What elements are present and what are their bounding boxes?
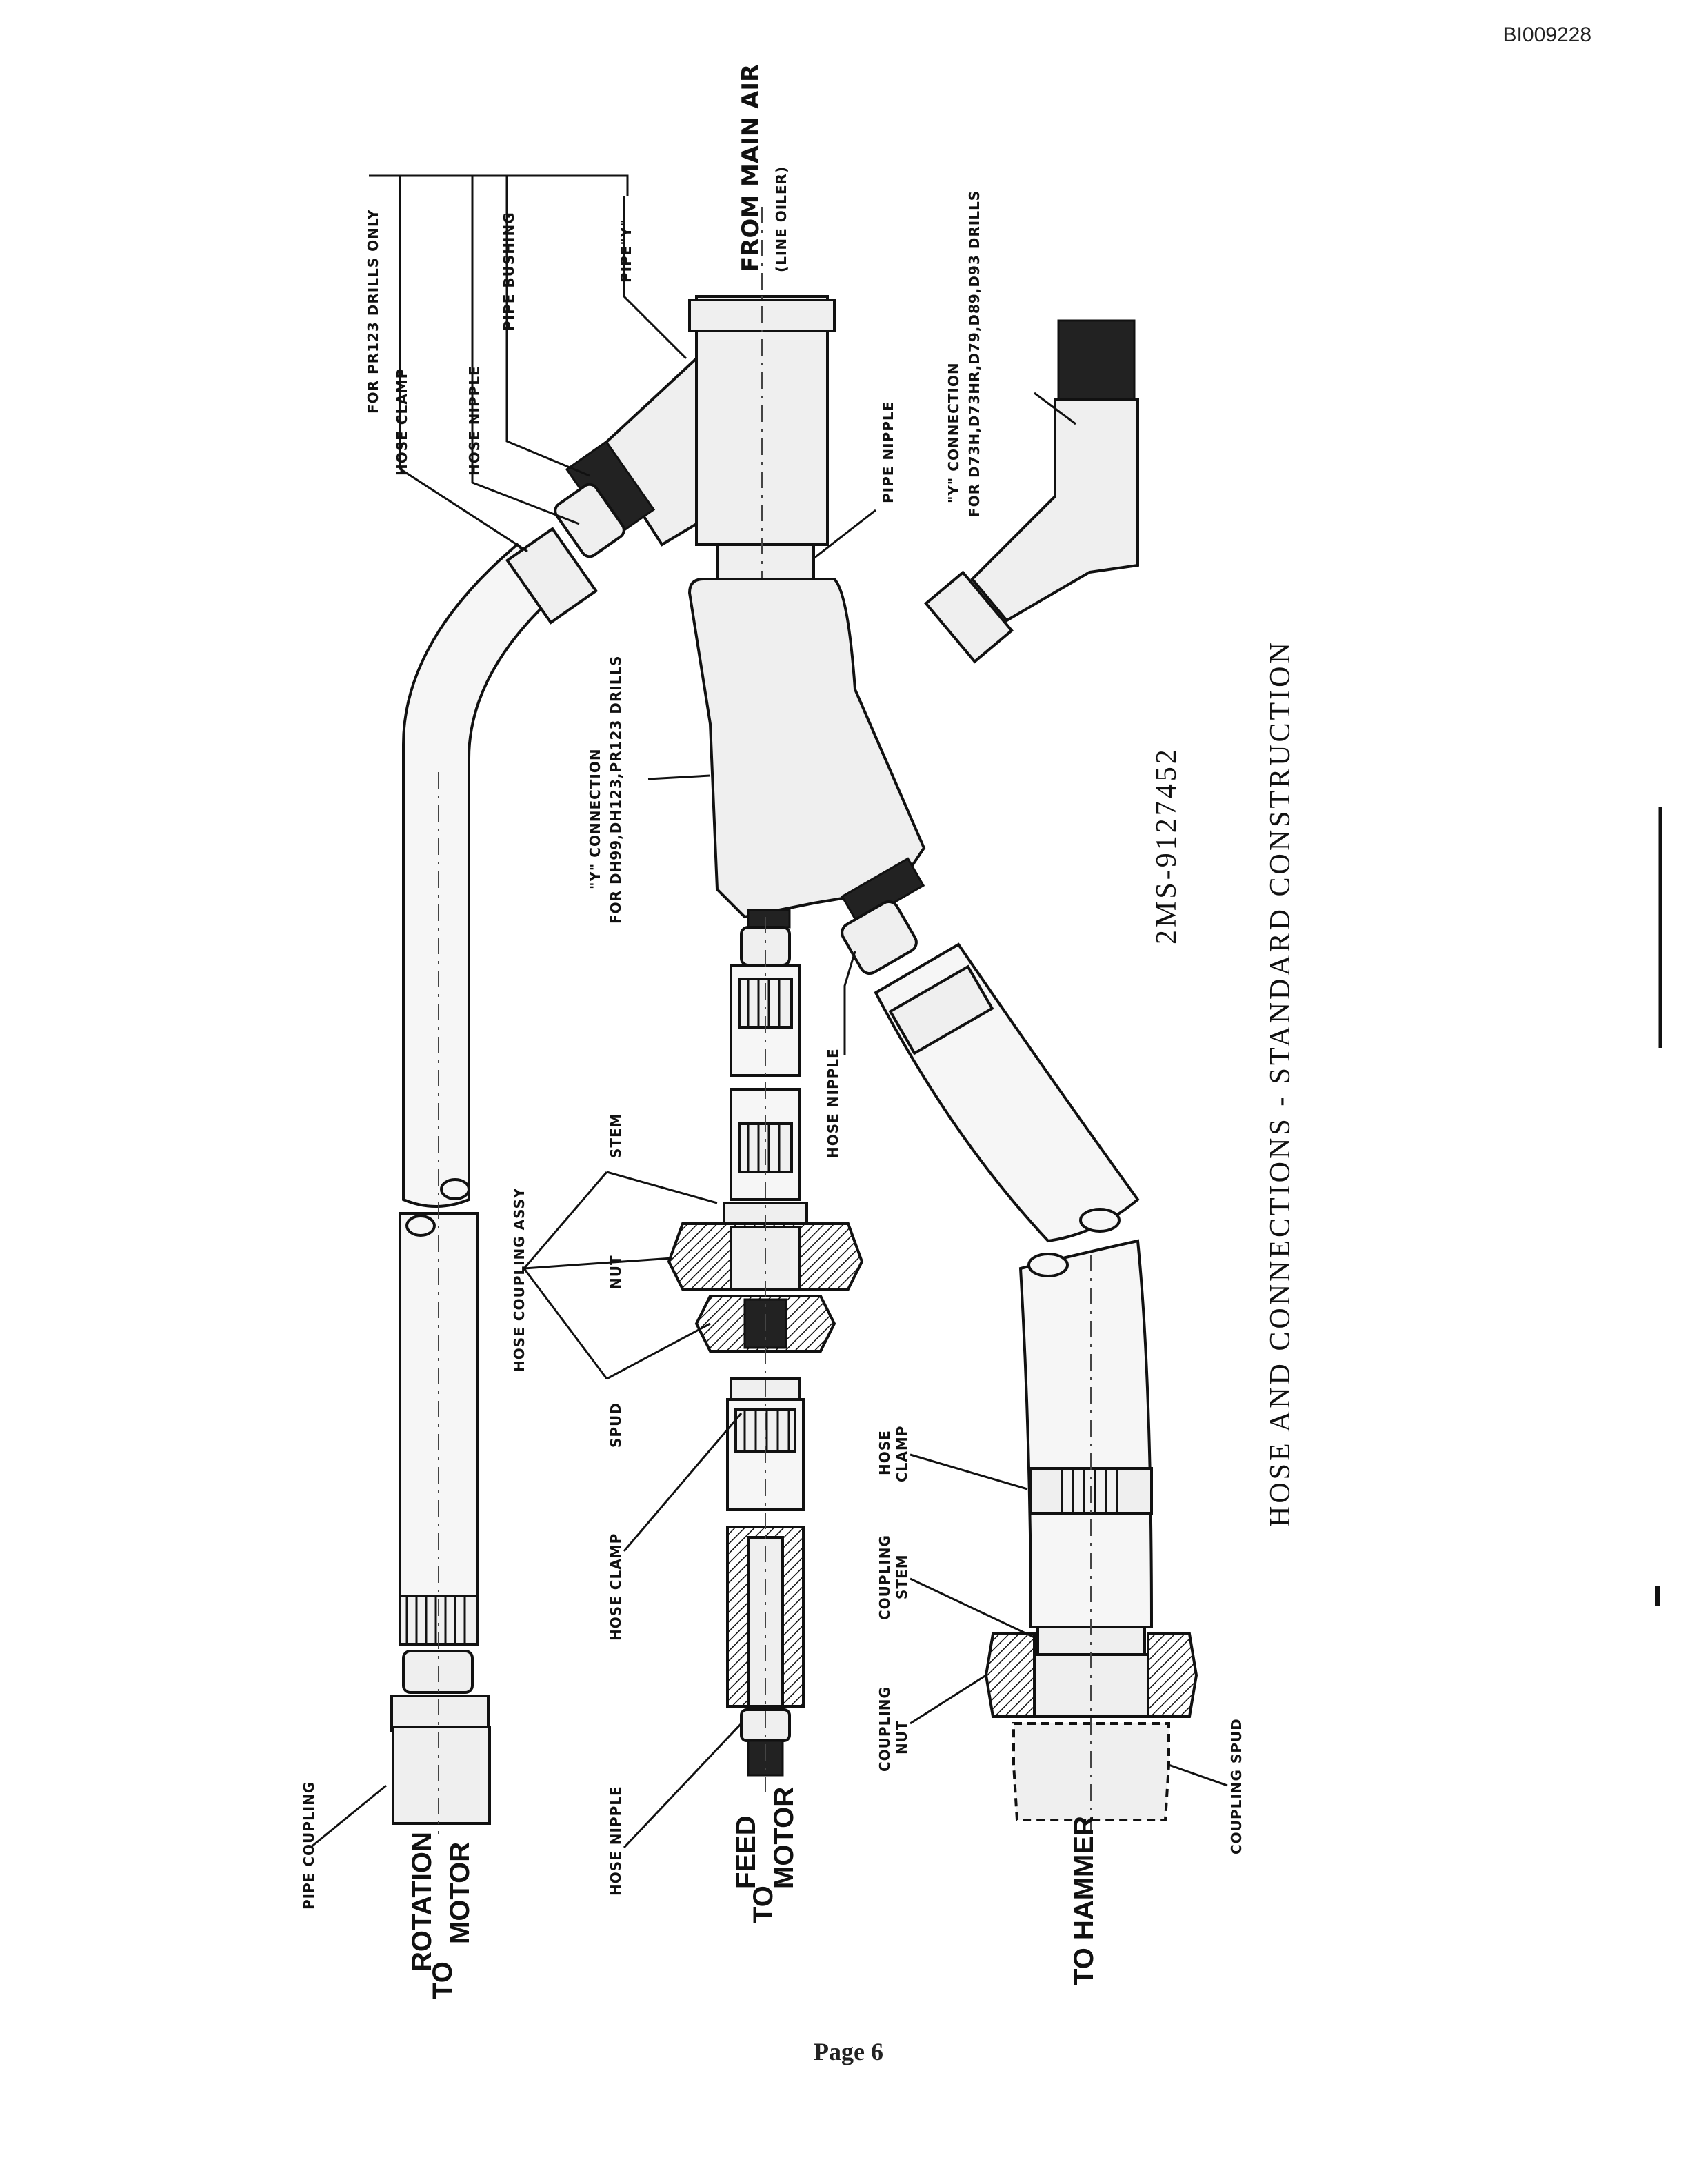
label-y-connection-dh99-1: "Y" CONNECTION xyxy=(587,748,603,889)
label-coupling-nut-1: COUPLING xyxy=(876,1686,893,1772)
thread-stub xyxy=(747,909,791,929)
label-to-feed-motor-motor: MOTOR xyxy=(769,1787,799,1889)
label-hose-nipple-mid: HOSE NIPPLE xyxy=(825,1048,841,1158)
label-to-rotation-motor-to: TO xyxy=(428,1961,458,1999)
hammer-hose xyxy=(841,900,1198,1834)
diagram-title: HOSE AND CONNECTIONS - STANDARD CONSTRUC… xyxy=(1265,640,1296,1527)
label-to-rotation-motor-motor: MOTOR xyxy=(445,1842,475,1944)
y-connection-body xyxy=(687,578,926,919)
part-number: 2MS-9127452 xyxy=(1151,747,1183,944)
hammer-coupling-nut xyxy=(984,1632,1036,1718)
pipe-coupling-flange xyxy=(390,1695,490,1732)
pipe-y-branch xyxy=(598,355,698,547)
hammer-hose-nipple-hex xyxy=(841,900,918,975)
label-y-connection-d73-1: "Y" CONNECTION xyxy=(945,362,962,503)
label-spud: SPUD xyxy=(607,1402,624,1448)
rotation-motor-hose xyxy=(390,543,568,1834)
d73-body xyxy=(970,398,1139,623)
label-coupling-spud: COUPLING SPUD xyxy=(1228,1718,1245,1854)
label-pipe-bushing: PIPE BUSHING xyxy=(501,212,517,331)
margin-mark xyxy=(1655,1586,1660,1606)
label-from-main-air: FROM MAIN AIR xyxy=(737,64,765,272)
label-coupling-stem-1: COUPLING xyxy=(876,1535,893,1620)
rotation-hose-upper-segment xyxy=(402,543,568,1208)
label-hose-nipple-top: HOSE NIPPLE xyxy=(466,365,483,476)
label-hose-clamp-low: HOSE CLAMP xyxy=(607,1533,624,1641)
pipe-coupling xyxy=(392,1726,491,1825)
label-to-hammer: TO HAMMER xyxy=(1069,1816,1099,1985)
label-for-pr123: FOR PR123 DRILLS ONLY xyxy=(365,209,381,414)
label-pipe-y: PIPE"Y" xyxy=(618,219,634,283)
hammer-coupling-spud xyxy=(1012,1722,1170,1821)
y-connection-d73 xyxy=(924,319,1139,664)
page-number: Page 6 xyxy=(814,2038,883,2065)
hose-cut-end xyxy=(440,1178,470,1200)
label-coupling-nut-2: NUT xyxy=(894,1720,910,1755)
y-connection-dh99 xyxy=(687,578,926,929)
hose-nipple-hex-top xyxy=(554,483,625,558)
hose-cut-end xyxy=(1027,1253,1069,1277)
pipe-nipple xyxy=(716,543,815,580)
label-nut: NUT xyxy=(607,1255,624,1289)
hose-clamp-top xyxy=(505,527,599,625)
label-to-feed-motor-to: TO xyxy=(748,1885,778,1923)
label-hose-clamp-right-1: HOSE xyxy=(876,1430,893,1475)
document-id: BI009228 xyxy=(1503,23,1591,46)
hammer-coupling-nut-right xyxy=(1147,1632,1198,1718)
hammer-hose-clamp-top xyxy=(888,964,994,1055)
main-air-inlet xyxy=(505,207,836,896)
label-pipe-coupling: PIPE COUPLING xyxy=(301,1781,317,1910)
label-y-connection-d73-2: FOR D73H,D73HR,D79,D89,D93 DRILLS xyxy=(966,190,983,517)
label-hose-nipple-low: HOSE NIPPLE xyxy=(607,1786,624,1896)
hammer-hose-upper-segment xyxy=(874,942,1140,1243)
feed-motor-hose xyxy=(667,917,864,1792)
label-coupling-stem-2: STEM xyxy=(894,1554,910,1599)
labels: FOR PR123 DRILLS ONLY HOSE CLAMP HOSE NI… xyxy=(301,64,1245,1999)
d73-nipple xyxy=(924,570,1014,664)
label-pipe-nipple: PIPE NIPPLE xyxy=(880,401,896,503)
leader-lines xyxy=(310,174,1228,1849)
label-hose-coupling-assy: HOSE COUPLING ASSY xyxy=(511,1187,528,1372)
label-y-connection-dh99-2: FOR DH99,DH123,PR123 DRILLS xyxy=(607,655,624,924)
label-to-feed-motor-feed: FEED xyxy=(731,1815,761,1889)
label-to-rotation-motor-rotation: ROTATION xyxy=(407,1832,437,1972)
hammer-hose-lower-segment xyxy=(1018,1239,1154,1628)
hose-cut-end xyxy=(1079,1208,1121,1233)
label-hose-clamp-right-2: CLAMP xyxy=(894,1426,910,1482)
label-line-oiler: (LINE OILER) xyxy=(773,166,790,272)
d73-thread xyxy=(1057,319,1136,405)
hose-cut-end xyxy=(405,1215,436,1237)
label-stem: STEM xyxy=(607,1113,624,1158)
label-hose-clamp-top: HOSE CLAMP xyxy=(394,368,410,476)
